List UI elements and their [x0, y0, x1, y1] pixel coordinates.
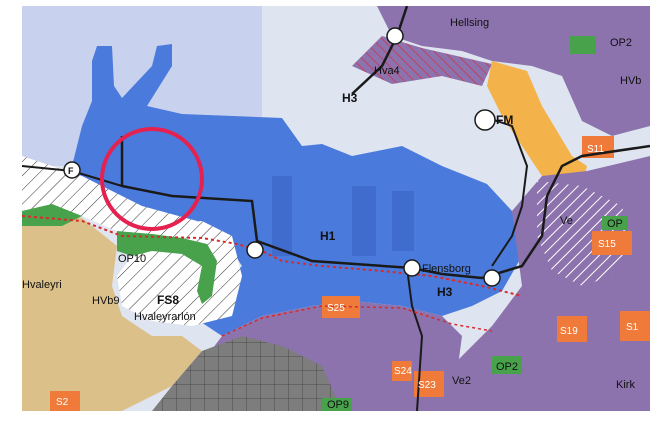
- zoning-map: F H3 Hva4 Hellsing OP2 HVb FM S11 Ve OP …: [22, 6, 650, 411]
- green-zone-peninsula: [117, 231, 217, 304]
- road-node-flensborg: [403, 259, 421, 277]
- service-plot-s24: [392, 361, 412, 381]
- commercial-zone: [487, 61, 587, 186]
- road-h1: [120, 136, 483, 280]
- service-plot-s25: [322, 296, 360, 318]
- label-s19: S19: [560, 326, 578, 337]
- residential-hatched-north: [352, 36, 492, 86]
- label-hvaleyrarlon: Hvaleyrarlón: [134, 311, 196, 323]
- residential-hatched-east: [537, 181, 632, 286]
- highlight-circle: [100, 127, 204, 231]
- label-fs8: FS8: [157, 293, 179, 307]
- road-node-f: [63, 161, 81, 179]
- label-ve2: Ve2: [452, 375, 471, 387]
- plan-boundary: [22, 215, 523, 297]
- service-plot-s19: [557, 316, 587, 342]
- label-h1: H1: [320, 229, 336, 243]
- road-h3-coast: [481, 115, 529, 267]
- green-plot-op9: [322, 398, 352, 411]
- label-op2-bottom: OP2: [496, 361, 518, 373]
- harbour-basin: [272, 176, 292, 256]
- label-s-bottom-left: S2: [56, 397, 69, 408]
- label-ve-right: Ve: [560, 215, 573, 227]
- label-s25: S25: [327, 303, 345, 314]
- label-op-right: OP: [607, 218, 623, 230]
- road-node-west: [246, 241, 264, 259]
- label-s23: S23: [418, 380, 436, 391]
- label-hva4: Hva4: [374, 65, 400, 77]
- road-h3-north: [351, 6, 409, 95]
- green-plot-op: [602, 216, 628, 230]
- harbour-basin: [352, 186, 376, 256]
- green-plot-op2-top: [570, 36, 596, 54]
- green-zone-north: [22, 204, 82, 226]
- road-node-f-label: F: [68, 166, 74, 176]
- harbour-pier: [422, 251, 492, 257]
- industrial-zone-south: [152, 336, 342, 411]
- road-node-east: [483, 269, 501, 287]
- label-hellsin: Hellsing: [450, 17, 489, 29]
- plan-boundary: [221, 305, 493, 337]
- label-s15: S15: [598, 239, 616, 250]
- label-flensborg: Flensborg: [422, 263, 471, 275]
- label-op10: OP10: [118, 253, 146, 265]
- road-h3-east: [481, 144, 650, 280]
- service-plot-s15: [592, 231, 632, 255]
- harbour-pier: [422, 236, 502, 242]
- label-fm: FM: [496, 113, 513, 127]
- service-plot-s-bottom: [50, 391, 80, 411]
- road-node-fm: [474, 109, 496, 131]
- map-frame: F H3 Hva4 Hellsing OP2 HVb FM S11 Ve OP …: [22, 6, 650, 411]
- label-hvb9: HVb9: [92, 295, 120, 307]
- label-h3-north: H3: [342, 91, 358, 105]
- road-flensborg: [406, 267, 424, 411]
- label-op2-top: OP2: [610, 37, 632, 49]
- sand-zone-west: [22, 211, 202, 411]
- label-kirk: Kirk: [616, 379, 635, 391]
- label-s24: S24: [394, 366, 412, 377]
- label-h3-south: H3: [437, 285, 453, 299]
- label-hvb-right: HVb: [620, 75, 641, 87]
- label-s11: S11: [587, 144, 604, 155]
- label-hvaleyri: Hvaleyri: [22, 279, 62, 291]
- green-plot-op2-bottom: [492, 356, 522, 374]
- label-s1: S1: [626, 322, 639, 333]
- road-node-north: [386, 27, 404, 45]
- harbour-basin: [392, 191, 414, 251]
- label-op9: OP9: [327, 399, 349, 411]
- service-plot-s1: [620, 311, 650, 341]
